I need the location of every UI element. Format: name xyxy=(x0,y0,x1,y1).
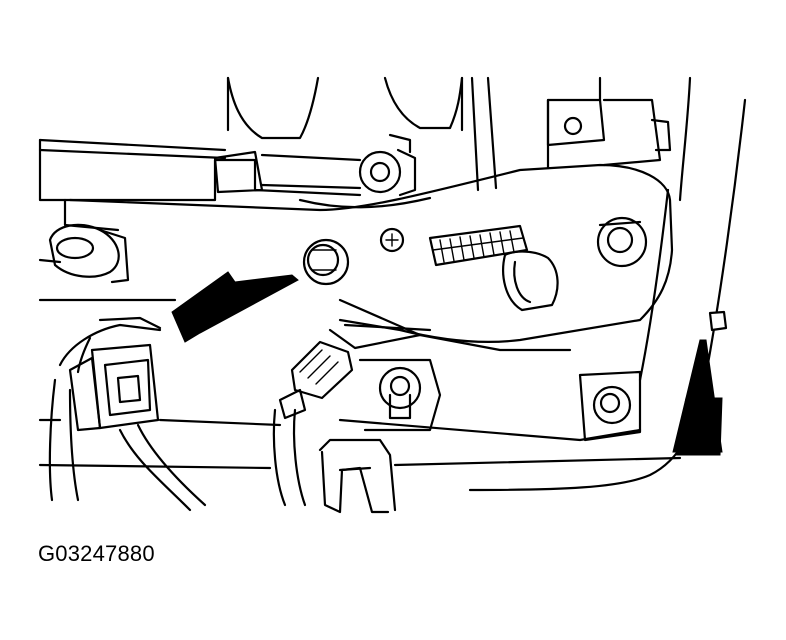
upper-engine-outline xyxy=(226,76,692,202)
upper-rail xyxy=(38,133,417,202)
arrow-to-bolt xyxy=(171,271,299,343)
left-harness-connector xyxy=(48,316,207,512)
main-bracket xyxy=(38,163,674,352)
bottom-clip xyxy=(318,438,397,514)
middle-harness-connector xyxy=(272,323,432,507)
connector-grid xyxy=(428,224,529,267)
lower-rail xyxy=(38,358,682,470)
arrow-to-pipe-fitting xyxy=(672,339,723,456)
figure-code: G03247880 xyxy=(38,541,155,566)
